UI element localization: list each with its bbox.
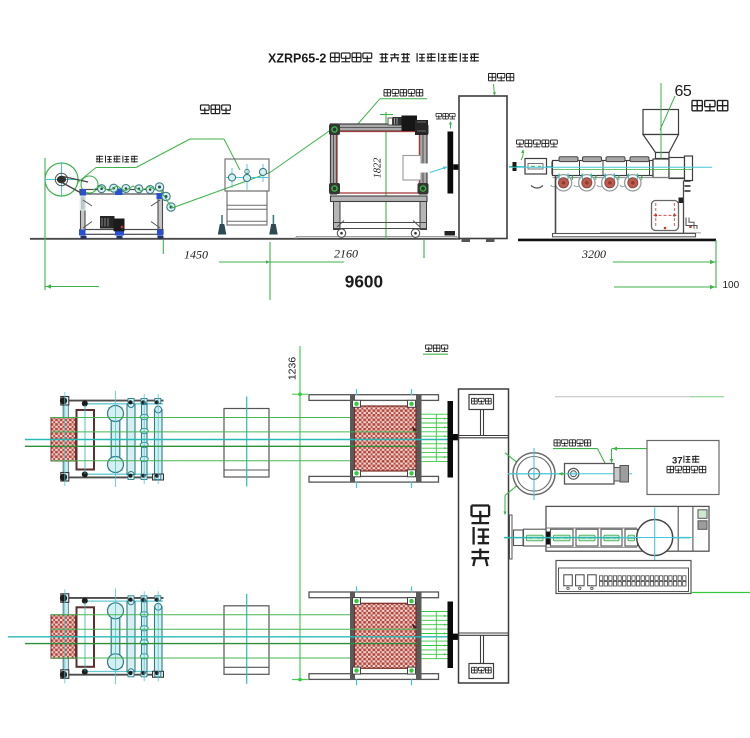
svg-text:1450: 1450 xyxy=(184,248,208,262)
svg-text:1236: 1236 xyxy=(287,357,299,381)
svg-text:65: 65 xyxy=(675,83,692,100)
svg-text:9600: 9600 xyxy=(345,272,383,292)
svg-text:3200: 3200 xyxy=(581,247,606,261)
svg-text:37: 37 xyxy=(672,456,683,467)
svg-text:XZRP65-2: XZRP65-2 xyxy=(268,52,326,66)
svg-text:100: 100 xyxy=(723,280,740,291)
svg-text:1822: 1822 xyxy=(373,158,384,179)
svg-text:2160: 2160 xyxy=(334,247,358,261)
